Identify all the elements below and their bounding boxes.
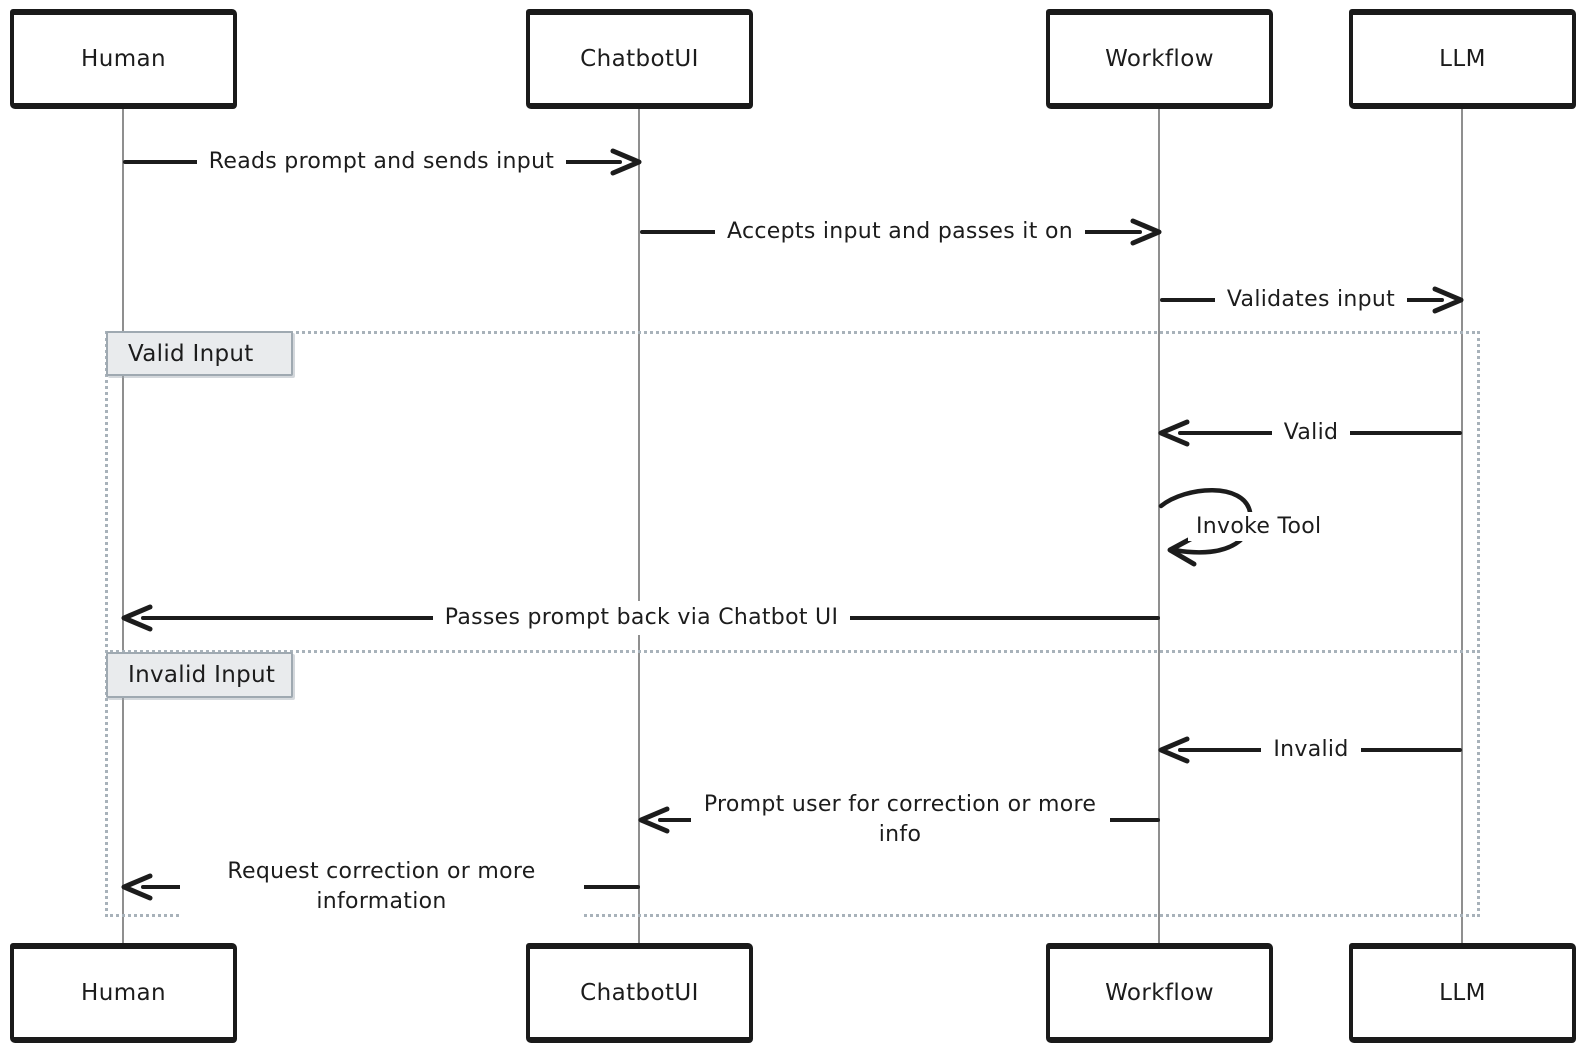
alt-section-label-text: Valid Input [128,340,254,367]
actor-human-bottom: Human [10,943,237,1043]
arrowhead-left-icon [121,604,153,632]
message-label: Reads prompt and sends input [196,144,567,180]
message-label: Request correction or more information [179,854,584,920]
message-label: Passes prompt back via Chatbot UI [432,600,851,636]
actor-label: LLM [1439,980,1486,1006]
lifeline-workflow [1158,109,1160,945]
message-request-correction: Request correction or more information [121,853,640,921]
arrowhead-left-icon [1158,419,1190,447]
actor-chatbotui-top: ChatbotUI [526,9,753,109]
actor-human-top: Human [10,9,237,109]
arrowhead-left-icon [1158,736,1190,764]
actor-workflow-bottom: Workflow [1046,943,1273,1043]
alt-frame [105,331,1480,917]
actor-workflow-top: Workflow [1046,9,1273,109]
message-valid: Valid [1158,413,1462,453]
message-invalid: Invalid [1158,730,1462,770]
message-label: Invalid [1261,732,1361,768]
alt-frame-divider [105,650,1480,653]
alt-section-label-valid: Valid Input [106,331,293,376]
actor-label: Workflow [1105,980,1214,1006]
actor-label: ChatbotUI [580,46,699,72]
actor-label: Human [81,46,166,72]
actor-label: ChatbotUI [580,980,699,1006]
arrowhead-right-icon [1432,286,1464,314]
actor-llm-top: LLM [1349,9,1576,109]
message-reads-prompt: Reads prompt and sends input [123,142,642,182]
arrowhead-left-icon [638,806,670,834]
actor-label: LLM [1439,46,1486,72]
message-label: Accepts input and passes it on [715,214,1085,250]
message-label: Validates input [1214,282,1408,318]
lifeline-human [122,109,124,945]
lifeline-llm [1461,109,1463,945]
actor-label: Human [81,980,166,1006]
actor-chatbotui-bottom: ChatbotUI [526,943,753,1043]
message-label: Invoke Tool [1188,512,1330,541]
actor-llm-bottom: LLM [1349,943,1576,1043]
message-prompt-user-correction: Prompt user for correction or more info [638,786,1160,854]
message-accepts-input: Accepts input and passes it on [640,198,1162,266]
message-label: Prompt user for correction or more info [690,787,1110,853]
lifeline-chatbotui [638,109,640,945]
actor-label: Workflow [1105,46,1214,72]
alt-section-label-text: Invalid Input [128,662,276,688]
alt-section-label-invalid: Invalid Input [106,652,293,698]
message-label: Valid [1271,415,1351,451]
message-validates-input: Validates input [1160,280,1464,320]
message-passes-prompt-back: Passes prompt back via Chatbot UI [121,598,1160,638]
arrowhead-left-icon [1167,533,1199,567]
arrowhead-right-icon [1130,218,1162,246]
arrowhead-left-icon [121,873,153,901]
arrowhead-right-icon [610,148,642,176]
